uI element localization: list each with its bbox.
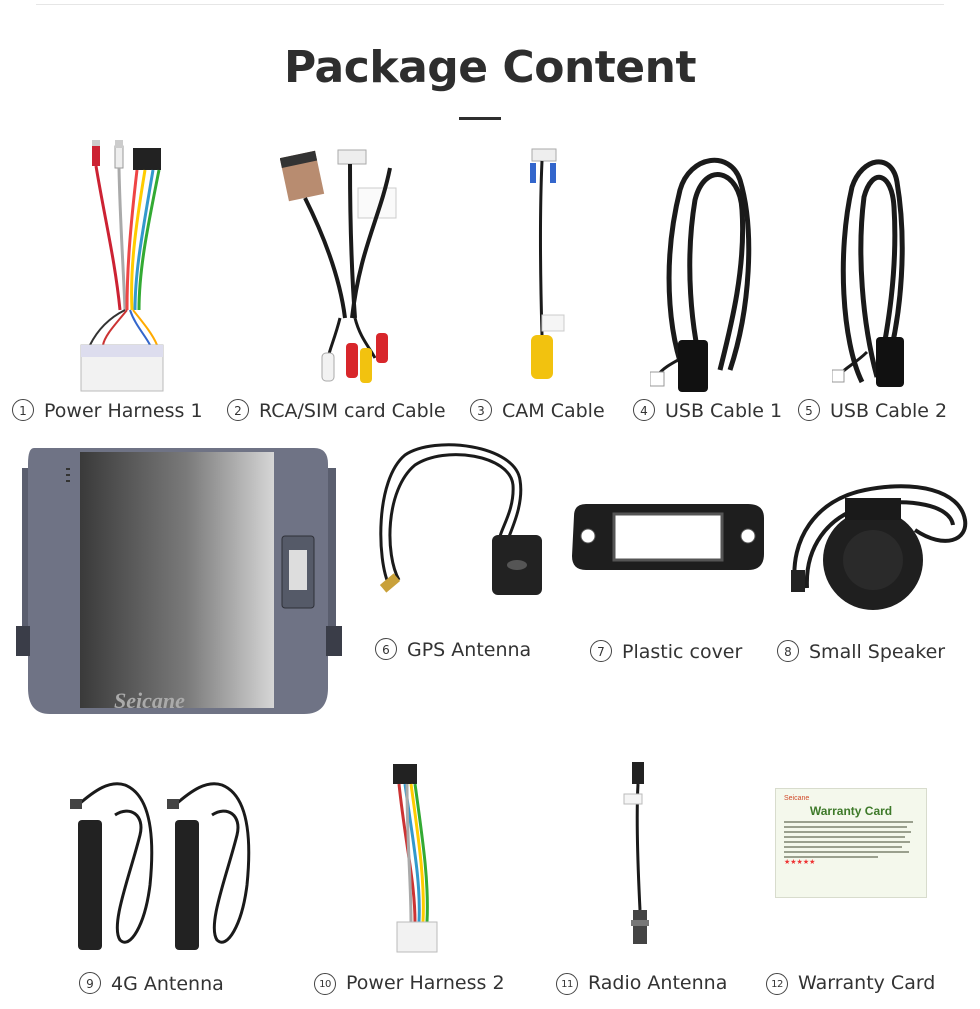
4g-antenna-image — [70, 782, 251, 950]
warranty-card-title: Warranty Card — [809, 804, 893, 818]
item-12-label: Warranty Card — [798, 972, 936, 994]
item-9-label: 4G Antenna — [111, 973, 224, 995]
item-11-label: Radio Antenna — [588, 972, 728, 994]
warranty-card-body — [784, 821, 918, 858]
item-5-caption: 5 USB Cable 2 — [798, 399, 947, 422]
item-9-caption: 9 4G Antenna — [79, 972, 224, 995]
item-1-label: Power Harness 1 — [44, 400, 203, 422]
item-10-label: Power Harness 2 — [346, 972, 505, 994]
item-2-number: 2 — [227, 399, 249, 421]
item-7-caption: 7 Plastic cover — [590, 640, 742, 663]
plastic-cover-image — [572, 504, 764, 570]
item-1-number: 1 — [12, 399, 34, 421]
power-harness-1-image — [80, 140, 164, 392]
power-harness-2-image — [393, 764, 438, 953]
item-4-caption: 4 USB Cable 1 — [633, 399, 782, 422]
page-title: Package Content — [283, 42, 697, 93]
rca-sim-cable-image — [280, 149, 397, 383]
item-3-caption: 3 CAM Cable — [470, 399, 605, 422]
item-6-caption: 6 GPS Antenna — [375, 638, 531, 661]
usb-cable-1-image — [650, 157, 752, 392]
item-5-number: 5 — [798, 399, 820, 421]
item-3-number: 3 — [470, 399, 492, 421]
item-6-number: 6 — [375, 638, 397, 660]
item-12-caption: 12 Warranty Card — [766, 972, 935, 995]
usb-cable-2-image — [832, 159, 905, 387]
item-8-number: 8 — [777, 640, 799, 662]
item-4-number: 4 — [633, 399, 655, 421]
item-4-label: USB Cable 1 — [665, 400, 783, 422]
head-unit-watermark: Seicane — [114, 688, 185, 713]
warranty-card-image: Seicane Warranty Card ★★★★★ — [775, 788, 927, 898]
item-8-caption: 8 Small Speaker — [777, 640, 945, 663]
cam-cable-image — [530, 148, 565, 379]
small-speaker-image — [791, 484, 968, 610]
item-10-caption: 10 Power Harness 2 — [314, 972, 505, 995]
head-unit-image — [16, 448, 342, 714]
item-11-caption: 11 Radio Antenna — [556, 972, 727, 995]
item-7-number: 7 — [590, 640, 612, 662]
item-8-label: Small Speaker — [809, 641, 946, 663]
warranty-card-brand: Seicane — [784, 795, 810, 802]
item-7-label: Plastic cover — [622, 641, 743, 663]
radio-antenna-image — [623, 762, 649, 944]
item-10-number: 10 — [314, 973, 336, 995]
item-3-label: CAM Cable — [502, 400, 605, 422]
item-11-number: 11 — [556, 973, 578, 995]
item-6-label: GPS Antenna — [407, 639, 532, 661]
item-9-number: 9 — [79, 972, 101, 994]
item-2-label: RCA/SIM card Cable — [259, 400, 446, 422]
top-divider — [36, 4, 944, 5]
title-underline — [459, 117, 501, 120]
item-2-caption: 2 RCA/SIM card Cable — [227, 399, 446, 422]
item-12-number: 12 — [766, 973, 788, 995]
item-1-caption: 1 Power Harness 1 — [12, 399, 203, 422]
gps-antenna-image — [379, 443, 542, 595]
item-5-label: USB Cable 2 — [830, 400, 948, 422]
warranty-card-stars: ★★★★★ — [784, 859, 816, 866]
